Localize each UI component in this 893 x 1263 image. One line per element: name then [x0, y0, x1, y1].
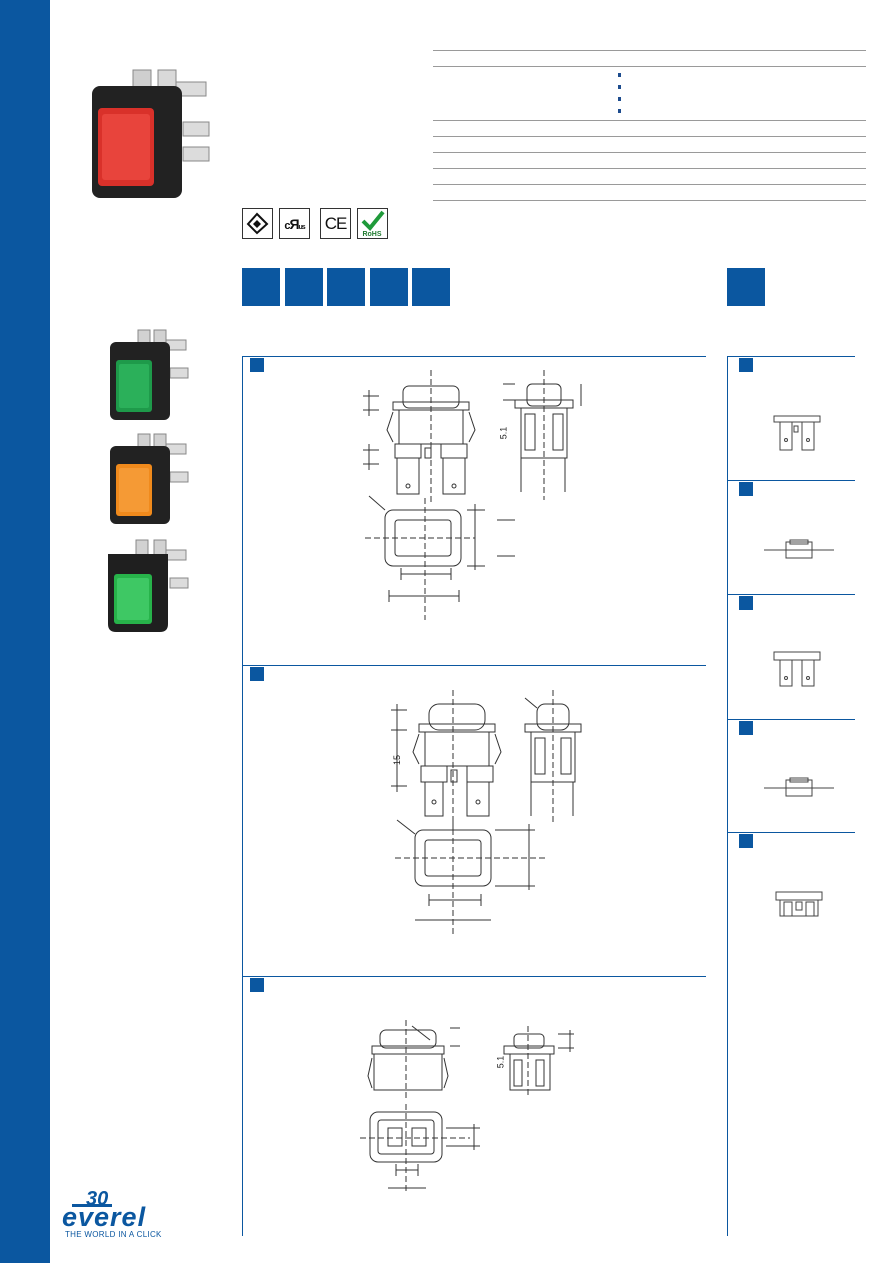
mini-drawing-4 — [764, 777, 834, 797]
ce-mark-icon: CE — [320, 208, 351, 239]
mini-drawing-5 — [775, 891, 823, 917]
mini-section-1-marker — [739, 358, 753, 372]
list-bullet — [618, 85, 621, 89]
dimension-label: 5.1 — [498, 426, 509, 440]
list-bullet — [618, 97, 621, 101]
mini-drawing-3 — [773, 651, 821, 687]
tab-2[interactable] — [285, 268, 323, 306]
mini-section-5-marker — [739, 834, 753, 848]
tab-4[interactable] — [370, 268, 408, 306]
green-switch-photo — [110, 329, 189, 420]
green-switch-variant-photo — [108, 539, 189, 632]
table-rule — [433, 120, 866, 121]
table-rule — [433, 152, 866, 153]
mini-section-4-rule — [727, 719, 855, 720]
tab-3[interactable] — [327, 268, 365, 306]
mini-drawing-1 — [773, 415, 821, 451]
section-2-marker — [250, 667, 264, 681]
table-rule — [433, 50, 866, 51]
orange-switch-photo — [110, 433, 189, 524]
mini-section-3-rule — [727, 594, 855, 595]
mini-section-2-marker — [739, 482, 753, 496]
enec-mark-icon — [242, 208, 273, 239]
mini-section-3-marker — [739, 596, 753, 610]
table-rule — [433, 66, 866, 67]
mini-section-5-rule — [727, 832, 855, 833]
table-rule — [433, 168, 866, 169]
drawing-3 — [360, 1020, 574, 1192]
dimension-label: 15 — [392, 754, 403, 766]
drawing-2 — [391, 690, 582, 935]
section-2-rule — [242, 665, 706, 666]
ul-recognized-icon: cЯus — [279, 208, 310, 239]
svg-text:RoHS: RoHS — [362, 231, 381, 238]
tab-6[interactable] — [727, 268, 765, 306]
mini-section-1-rule — [727, 356, 855, 357]
brand-name: everel — [62, 1202, 147, 1232]
dimension-label: 5.1 — [495, 1055, 506, 1069]
section-frame-right — [727, 356, 728, 1236]
mini-section-4-marker — [739, 721, 753, 735]
brand-logo: 30 everel THE WORLD IN A CLICK — [62, 1188, 212, 1242]
rohs-icon: RoHS — [357, 208, 388, 239]
mini-drawing-2 — [764, 539, 834, 559]
section-1-marker — [250, 358, 264, 372]
section-3-marker — [250, 978, 264, 992]
section-3-rule — [242, 976, 706, 977]
table-rule — [433, 200, 866, 201]
brand-tagline: THE WORLD IN A CLICK — [65, 1230, 162, 1239]
logo-swoosh — [72, 1204, 112, 1207]
tab-5[interactable] — [412, 268, 450, 306]
mini-section-2-rule — [727, 480, 855, 481]
section-1-rule — [242, 356, 706, 357]
brand-sidebar — [0, 0, 50, 1263]
tab-1[interactable] — [242, 268, 280, 306]
table-rule — [433, 136, 866, 137]
red-switch-photo — [92, 69, 210, 198]
section-frame-left — [242, 356, 243, 1236]
drawing-1 — [363, 370, 582, 620]
list-bullet — [618, 73, 621, 77]
list-bullet — [618, 109, 621, 113]
table-rule — [433, 184, 866, 185]
